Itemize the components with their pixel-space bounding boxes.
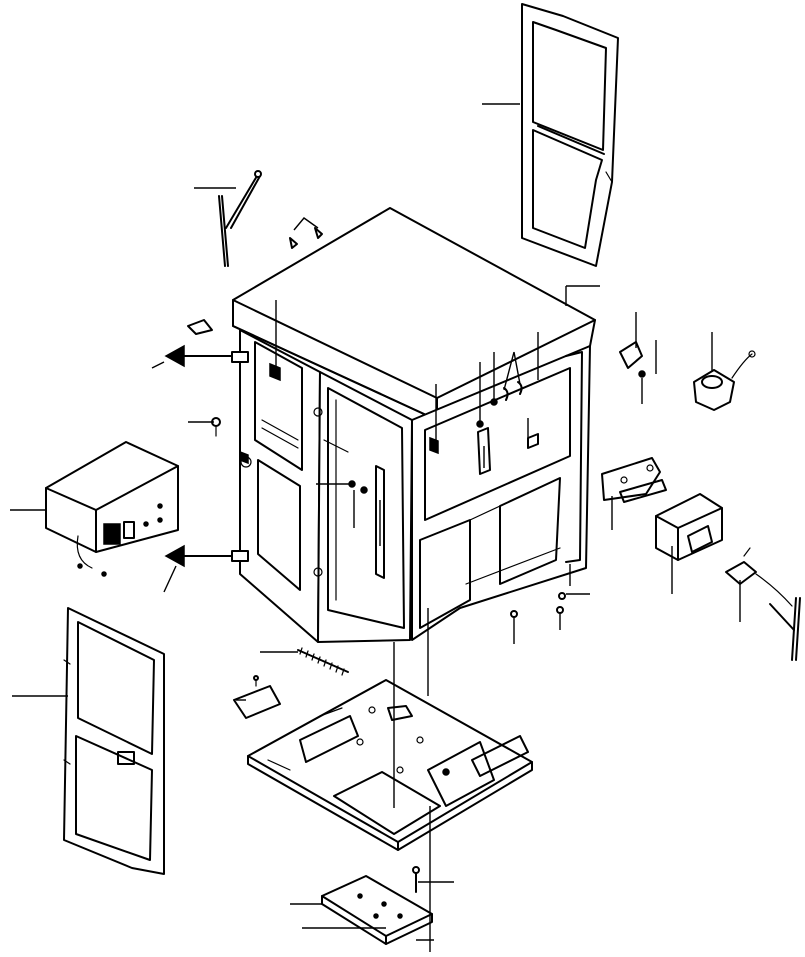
front-upper-window-frame <box>521 3 619 267</box>
air-conditioner-unit <box>45 441 179 577</box>
clip-pair <box>289 227 323 249</box>
spring <box>297 647 349 676</box>
left-door <box>63 607 165 875</box>
cover-plate <box>233 675 281 719</box>
wiper-motor <box>693 350 756 411</box>
bracket <box>655 493 723 561</box>
hinge-clip <box>187 319 221 437</box>
wiper-switch <box>725 547 793 607</box>
bolts <box>510 592 566 618</box>
wiper-arm-upper <box>218 170 262 267</box>
mounting-pad <box>321 866 433 945</box>
wiper-arm-lower-right <box>769 597 801 661</box>
leader-lines <box>10 103 741 952</box>
door-lock-plate <box>601 457 667 503</box>
latch-part <box>619 341 646 378</box>
direction-arrows <box>164 344 249 568</box>
cab-body <box>232 207 596 643</box>
floor-plate <box>247 679 533 851</box>
